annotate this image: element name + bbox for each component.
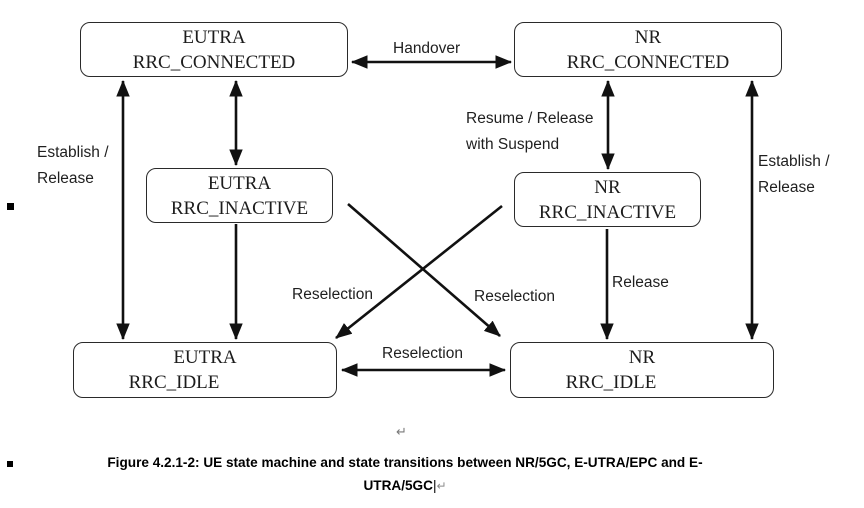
list-bullet-square: [7, 461, 13, 467]
label-establish-release-left: Establish / Release: [37, 144, 109, 187]
label-release: Release: [612, 274, 669, 291]
state-box-nr-rrc-inactive: NR RRC_INACTIVE: [514, 172, 701, 227]
state-label: RRC_IDLE: [565, 372, 657, 393]
figure-caption[interactable]: Figure 4.2.1-2: UE state machine and sta…: [30, 452, 780, 497]
state-label: EUTRA: [207, 173, 272, 194]
state-label: RRC_INACTIVE: [170, 198, 309, 219]
label-reselection-bottom: Reselection: [382, 345, 463, 362]
line-break-mark: ↵: [436, 478, 447, 493]
arrow-reselection-nr-inactive-to-eutra-idle: [335, 204, 503, 340]
text-cursor: |: [432, 477, 437, 493]
figure-caption-text[interactable]: Figure 4.2.1-2: UE state machine and sta…: [107, 455, 703, 493]
label-establish-release-right: Establish / Release: [758, 153, 830, 196]
state-label: RRC_IDLE: [128, 372, 220, 393]
state-box-eutra-rrc-inactive: EUTRA RRC_INACTIVE: [146, 168, 333, 223]
state-box-eutra-rrc-idle: EUTRA RRC_IDLE: [73, 342, 337, 398]
label-reselection-right: Reselection: [474, 288, 555, 305]
state-box-nr-rrc-idle: NR RRC_IDLE: [510, 342, 774, 398]
state-label: RRC_CONNECTED: [132, 52, 296, 73]
state-box-nr-rrc-connected: NR RRC_CONNECTED: [514, 22, 782, 77]
list-bullet-square: [7, 203, 14, 210]
line-break-mark: ↵: [396, 425, 407, 440]
label-resume-release-with-suspend: Resume / Release with Suspend: [466, 110, 594, 153]
state-label: EUTRA: [182, 27, 246, 48]
state-label: NR: [634, 27, 662, 48]
state-box-eutra-rrc-connected: EUTRA RRC_CONNECTED: [80, 22, 348, 77]
state-label: RRC_INACTIVE: [538, 202, 677, 223]
arrow-reselection-eutra-inactive-to-nr-idle: [347, 203, 501, 337]
state-label: RRC_CONNECTED: [566, 52, 730, 73]
state-label: EUTRA: [173, 347, 237, 368]
label-reselection-left: Reselection: [292, 286, 373, 303]
state-label: NR: [594, 177, 621, 198]
state-label: NR: [628, 347, 656, 368]
label-handover: Handover: [393, 40, 461, 57]
